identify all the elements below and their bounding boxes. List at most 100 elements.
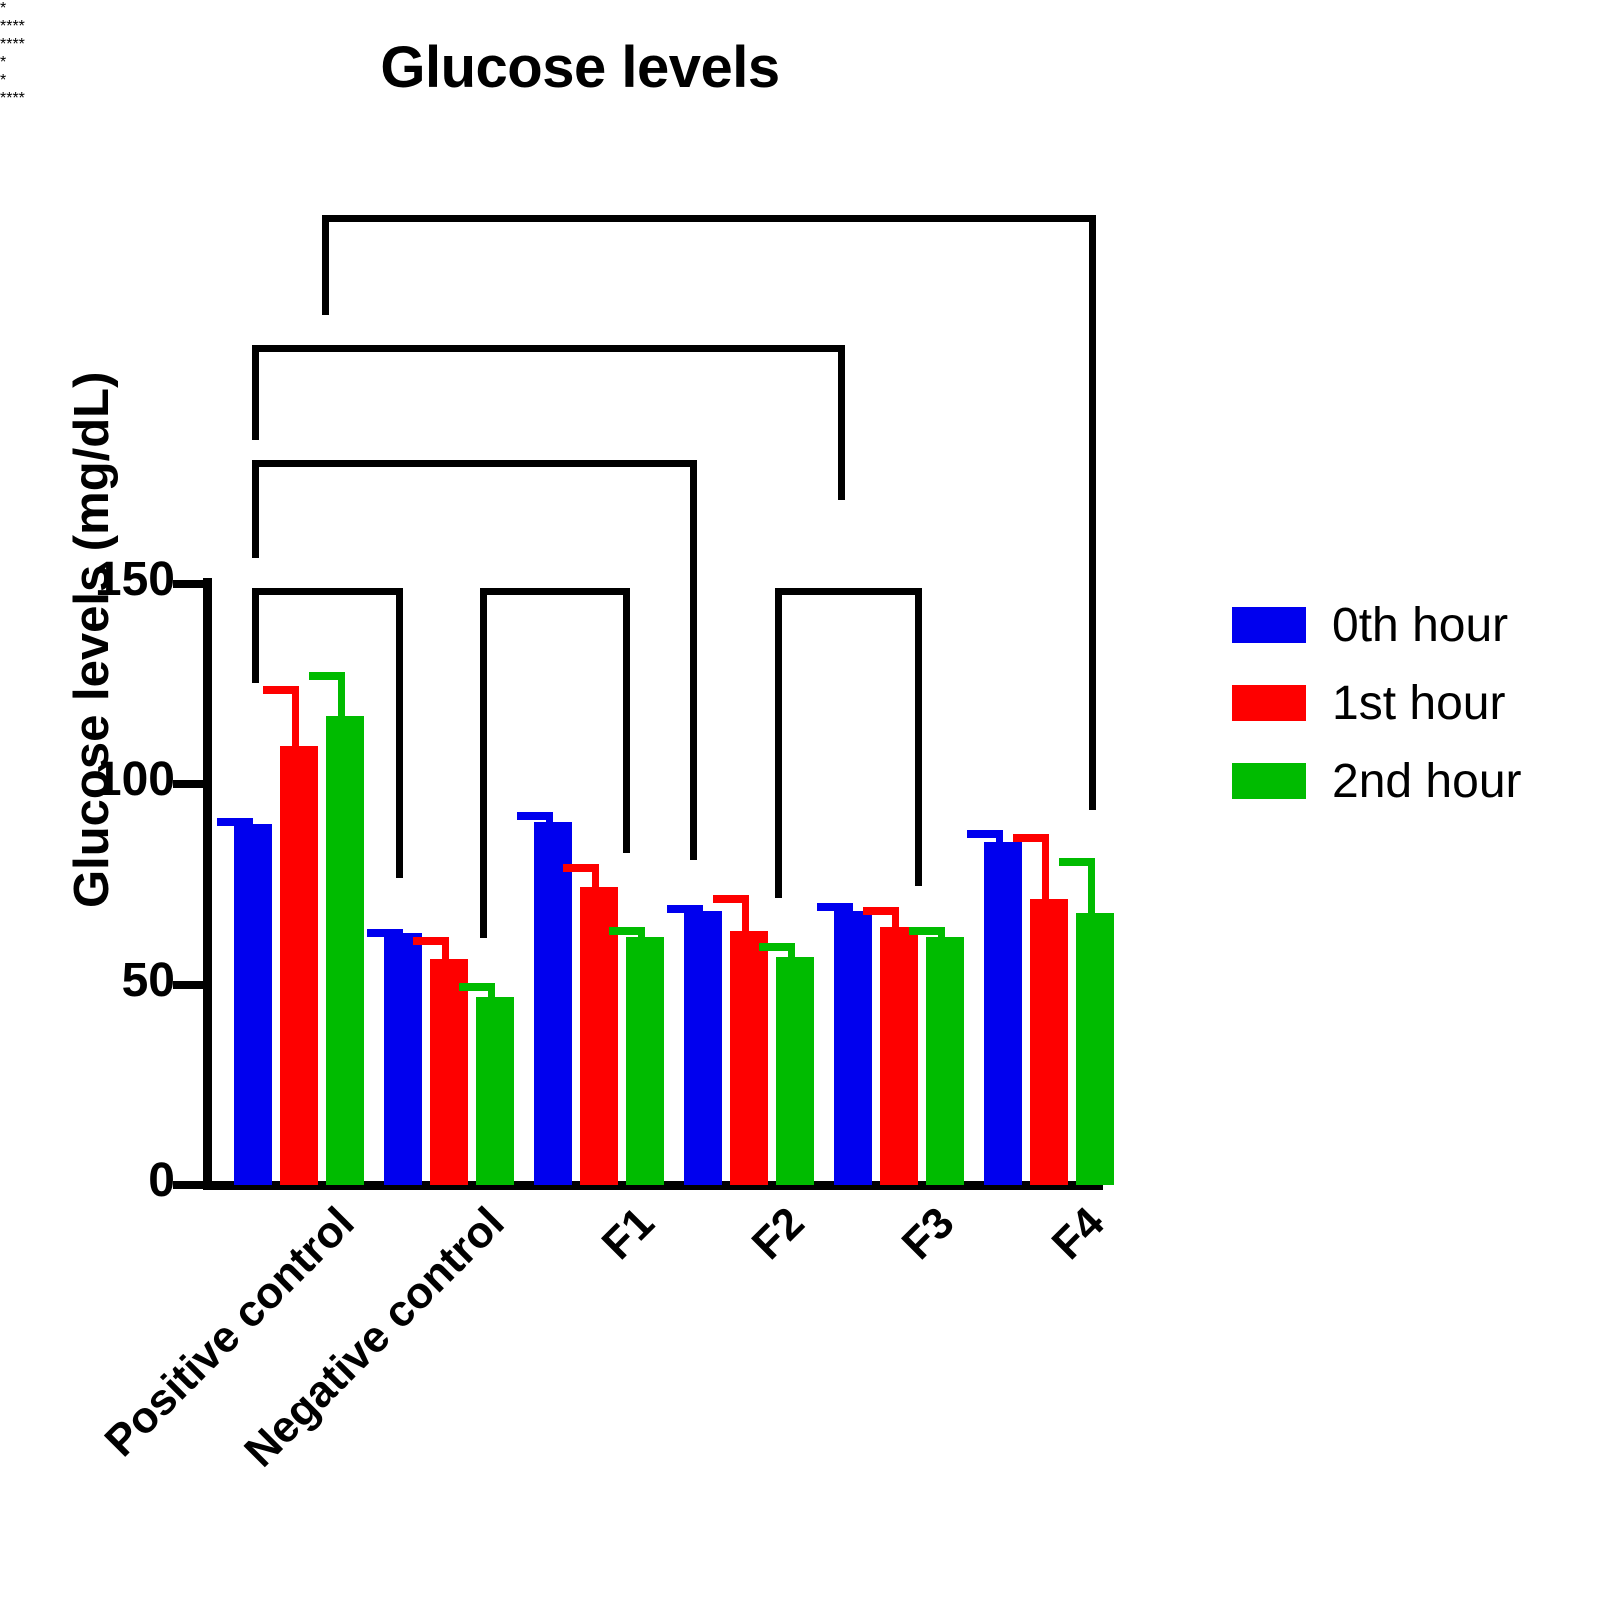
error-bar-cap [459,982,495,991]
x-axis-line [203,1181,1103,1190]
significance-bracket [252,460,697,868]
bar [580,886,618,1185]
error-bar-stem [246,818,253,837]
error-bar-cap [413,936,449,945]
bar [926,936,964,1185]
bar [880,926,918,1185]
y-tick-mark [173,780,203,789]
error-bar-cap [667,904,703,913]
error-bar-cap [217,818,253,827]
error-bar-cap [517,812,553,821]
error-bar-stem [892,906,899,939]
y-tick-label: 100 [94,753,175,807]
significance-label: **** [0,90,25,107]
bar [684,910,722,1185]
bracket-left-arm [775,588,782,898]
error-bar-stem [396,928,403,945]
error-bar-stem [592,864,599,899]
error-bar-stem [696,904,703,923]
chart-title: Glucose levels [380,35,780,100]
error-bar-cap [309,672,345,681]
error-bar-cap [263,686,299,695]
bar [1030,898,1068,1185]
legend-swatch [1232,607,1306,643]
significance-bracket [252,345,845,508]
legend: 0th hour 1st hour 2nd hour [1232,592,1592,826]
bar [234,824,272,1185]
bar [280,746,318,1185]
bracket-right-arm [623,588,630,853]
bracket-top-line [480,588,630,595]
y-tick-mark [173,580,203,588]
bracket-left-arm [252,345,259,440]
bars-layer [0,0,1114,1185]
error-bar-stem [742,894,749,943]
significance-label: **** [0,36,25,53]
bracket-right-arm [1089,215,1096,810]
error-bar-cap [713,894,749,903]
bracket-left-arm [252,460,259,558]
bracket-left-arm [322,215,329,315]
legend-item[interactable]: 1st hour [1232,670,1592,736]
y-tick-mark [173,1181,203,1189]
bracket-top-line [252,460,697,467]
significance-label: **** [0,18,25,35]
legend-label: 2nd hour [1332,754,1522,808]
error-bar-stem [846,902,853,923]
bracket-top-line [252,345,845,352]
bar [430,958,468,1185]
error-bar-cap [1013,834,1049,843]
error-bar-stem [938,926,945,949]
error-bar-cap [759,942,795,951]
error-bar-cap [967,830,1003,839]
bar [626,936,664,1185]
significance-label: * [0,0,7,17]
significance-label: * [0,54,7,71]
significance-bracket [775,588,922,906]
bar [730,930,768,1185]
error-bar-cap [863,906,899,915]
error-bar-stem [788,942,795,969]
error-bar-stem [338,672,345,729]
bar [834,910,872,1185]
bar [476,996,514,1185]
significance-bracket [252,588,403,886]
error-bar-stem [442,936,449,971]
legend-item[interactable]: 2nd hour [1232,748,1592,814]
error-bar-cap [1059,858,1095,867]
legend-item[interactable]: 0th hour [1232,592,1592,658]
significance-brackets: *************** [0,0,1603,938]
error-bar-cap [367,928,403,937]
legend-swatch [1232,685,1306,721]
significance-label: * [0,72,7,89]
error-bar-stem [1042,834,1049,911]
bar [776,956,814,1185]
bar [384,932,422,1185]
bracket-right-arm [838,345,845,500]
y-tick-label: 50 [121,953,175,1007]
bar [1076,912,1114,1185]
error-bar-cap [563,864,599,873]
y-tick-mark [173,980,203,989]
error-bar-cap [909,926,945,935]
significance-bracket [480,588,630,946]
y-tick-label: 0 [148,1154,175,1207]
bracket-right-arm [690,460,697,860]
y-axis-line [203,578,212,1190]
legend-label: 1st hour [1332,676,1506,730]
bracket-left-arm [480,588,487,938]
bracket-left-arm [252,588,259,683]
error-bar-stem [292,686,299,759]
bracket-top-line [252,588,403,595]
error-bar-cap [609,926,645,935]
error-bar-stem [1088,858,1095,925]
y-tick-label: 150 [94,553,175,606]
legend-swatch [1232,763,1306,799]
bar [326,716,364,1185]
bar [984,842,1022,1185]
error-bar-stem [488,982,495,1009]
bracket-right-arm [396,588,403,878]
bracket-top-line [322,215,1096,222]
